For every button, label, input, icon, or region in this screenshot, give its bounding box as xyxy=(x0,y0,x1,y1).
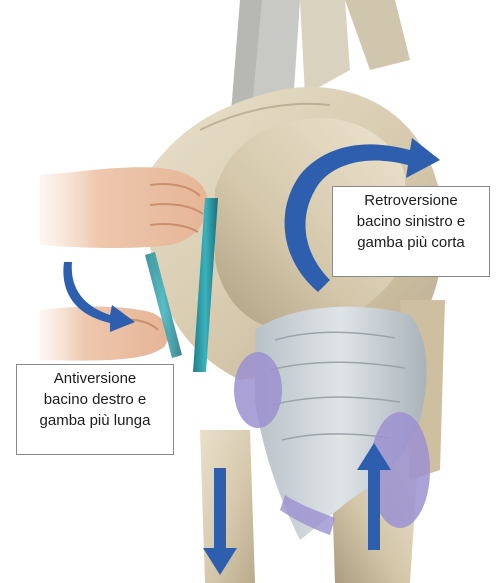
anteversion-line2: bacino destro e xyxy=(23,389,167,410)
retroversion-line2: bacino sinistro e xyxy=(339,211,483,232)
upper-hand xyxy=(40,167,208,248)
anteversion-label: Antiversione bacino destro e gamba più l… xyxy=(16,364,174,455)
anteversion-line3: gamba più lunga xyxy=(23,410,167,431)
anteversion-line1: Antiversione xyxy=(23,368,167,389)
retroversion-line3: gamba più corta xyxy=(339,232,483,253)
retroversion-line1: Retroversione xyxy=(339,190,483,211)
retroversion-label: Retroversione bacino sinistro e gamba pi… xyxy=(332,186,490,277)
